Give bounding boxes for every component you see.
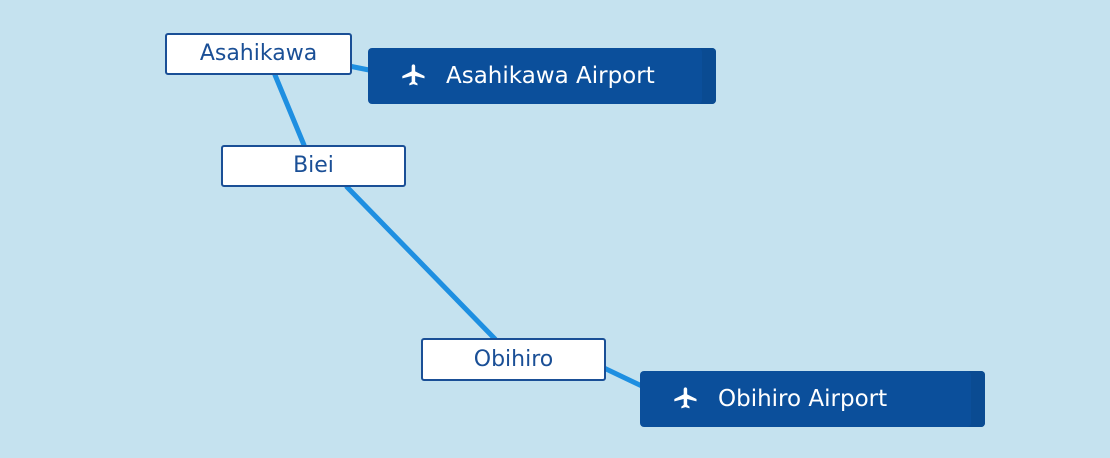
route-segment-asahikawa-biei — [272, 72, 307, 148]
route-segment-obihiro-airport — [601, 365, 649, 391]
airport-label: Asahikawa Airport — [446, 62, 655, 89]
airport-label: Obihiro Airport — [718, 385, 888, 412]
airport-obihiro[interactable]: Obihiro Airport — [640, 371, 985, 427]
station-label: Obihiro — [473, 346, 554, 372]
station-asahikawa[interactable]: Asahikawa — [165, 33, 352, 75]
airport-asahikawa[interactable]: Asahikawa Airport — [368, 48, 716, 104]
station-obihiro[interactable]: Obihiro — [421, 338, 606, 381]
route-segment-biei-obihiro — [344, 184, 498, 342]
airplane-icon — [672, 385, 700, 413]
station-label: Asahikawa — [199, 41, 318, 66]
station-label: Biei — [293, 153, 334, 178]
airplane-icon — [400, 62, 428, 90]
station-biei[interactable]: Biei — [221, 145, 406, 187]
